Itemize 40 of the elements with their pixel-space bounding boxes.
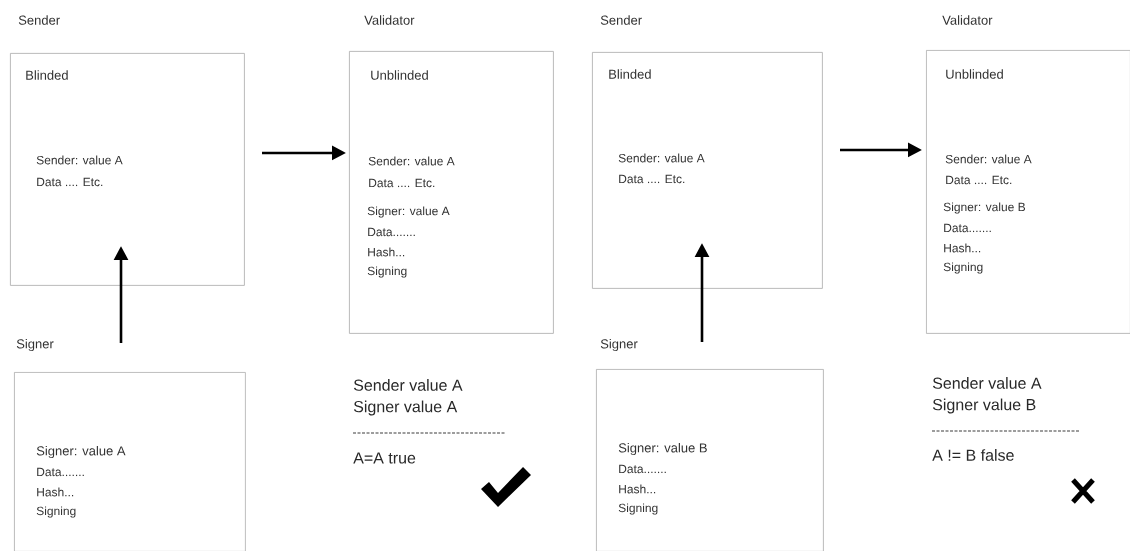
box-heading: Signer bbox=[600, 338, 638, 352]
field-text: Signer: value A bbox=[36, 445, 126, 459]
result-text: A=A true bbox=[353, 452, 416, 464]
field-text: Data .... Etc. bbox=[37, 177, 103, 187]
field-text: Hash... bbox=[944, 243, 981, 253]
field-text: Data....... bbox=[368, 227, 415, 237]
field-text: Data .... Etc. bbox=[619, 174, 685, 184]
result-text: Signer value B bbox=[932, 398, 1036, 414]
field-text: Signer: value B bbox=[943, 202, 1026, 214]
field-text: Sender: value A bbox=[36, 155, 123, 165]
field-text: Signing bbox=[618, 503, 658, 515]
box-title: Blinded bbox=[609, 69, 651, 79]
field-text: Hash... bbox=[619, 484, 656, 494]
field-text: Data....... bbox=[619, 464, 666, 474]
result-text: Sender value A bbox=[353, 379, 463, 391]
box-heading: Sender bbox=[600, 15, 642, 25]
field-text: Hash... bbox=[37, 487, 74, 497]
field-text: Signing bbox=[943, 262, 983, 274]
box-heading: Signer bbox=[16, 338, 54, 352]
field-text: Data....... bbox=[944, 223, 991, 233]
field-text: Data....... bbox=[37, 467, 84, 477]
field-text: Sender: value A bbox=[618, 153, 705, 163]
field-text: Signing bbox=[367, 266, 407, 278]
field-text: Sender: value A bbox=[945, 154, 1032, 164]
field-text: Sender: value A bbox=[368, 156, 455, 166]
result-text: A != B false bbox=[932, 449, 1014, 461]
box-heading: Validator bbox=[942, 15, 993, 25]
field-text: Signing bbox=[36, 506, 76, 518]
box-title: Unblinded bbox=[371, 70, 428, 80]
box-title: Unblinded bbox=[946, 69, 1003, 79]
box-title: Blinded bbox=[26, 70, 68, 80]
field-text: Signer: value A bbox=[367, 206, 450, 218]
field-text: Data .... Etc. bbox=[369, 178, 435, 188]
box-heading: Validator bbox=[364, 15, 415, 25]
result-text: Signer value A bbox=[353, 400, 458, 416]
field-text: Hash... bbox=[368, 247, 405, 257]
result-text: Sender value A bbox=[932, 377, 1042, 389]
box-heading: Sender bbox=[18, 15, 60, 25]
field-text: Data .... Etc. bbox=[946, 175, 1012, 185]
field-text: Signer: value B bbox=[618, 442, 707, 456]
